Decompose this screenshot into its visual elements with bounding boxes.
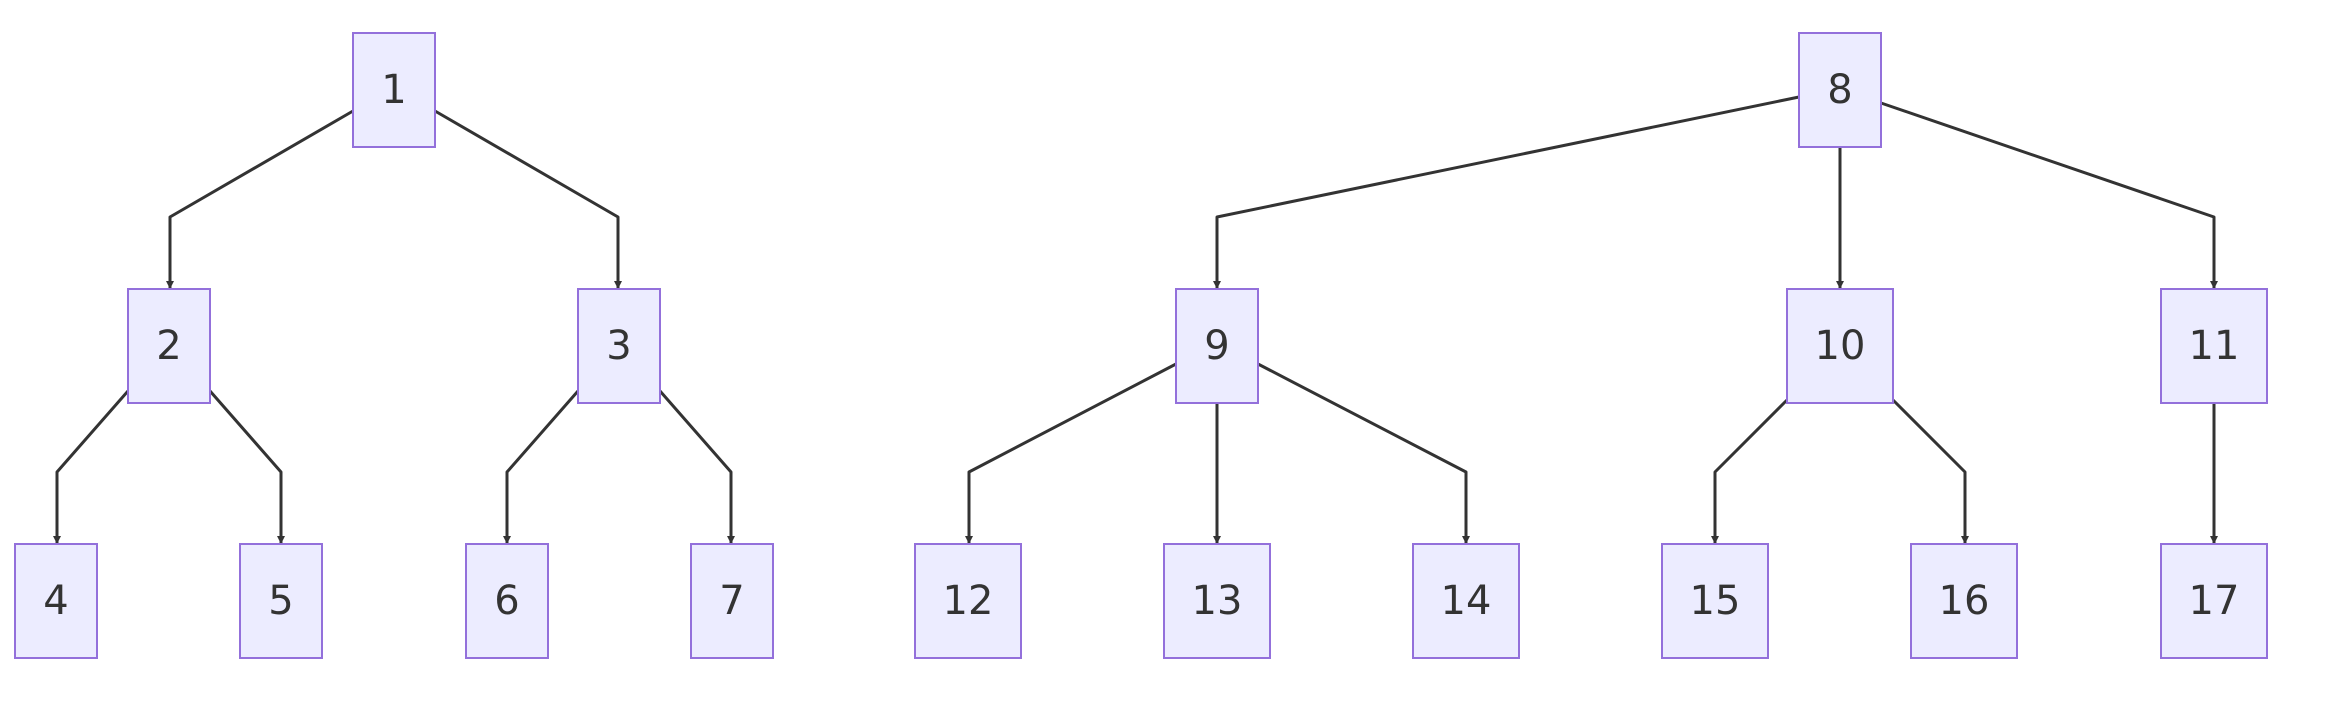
node-10: 10	[1786, 288, 1894, 404]
node-box	[2160, 543, 2268, 659]
edge-2-to-4	[53, 390, 130, 544]
node-5: 5	[239, 543, 323, 659]
node-box	[1412, 543, 1520, 659]
node-box	[1798, 32, 1882, 148]
node-box	[352, 32, 436, 148]
node-6: 6	[465, 543, 549, 659]
node-box	[1661, 543, 1769, 659]
edge-2-to-5	[208, 390, 285, 544]
node-3: 3	[577, 288, 661, 404]
node-17: 17	[2160, 543, 2268, 659]
node-9: 9	[1175, 288, 1259, 404]
node-box	[1910, 543, 2018, 659]
edge-8-to-9	[1213, 95, 1800, 289]
edge-10-to-16	[1891, 398, 1969, 544]
node-4: 4	[14, 543, 98, 659]
node-12: 12	[914, 543, 1022, 659]
node-16: 16	[1910, 543, 2018, 659]
node-box	[1163, 543, 1271, 659]
node-box	[1175, 288, 1259, 404]
edge-1-to-2	[166, 109, 354, 289]
edges-layer	[53, 95, 2218, 544]
node-box	[1786, 288, 1894, 404]
node-11: 11	[2160, 288, 2268, 404]
node-box	[14, 543, 98, 659]
node-7: 7	[690, 543, 774, 659]
node-13: 13	[1163, 543, 1271, 659]
node-box	[577, 288, 661, 404]
node-2: 2	[127, 288, 211, 404]
node-14: 14	[1412, 543, 1520, 659]
node-8: 8	[1798, 32, 1882, 148]
edge-8-to-11	[1880, 101, 2218, 289]
node-box	[914, 543, 1022, 659]
edge-3-to-6	[503, 390, 580, 544]
node-1: 1	[352, 32, 436, 148]
node-box	[127, 288, 211, 404]
node-box	[2160, 288, 2268, 404]
node-box	[239, 543, 323, 659]
edge-1-to-3	[434, 109, 622, 289]
node-box	[690, 543, 774, 659]
edge-9-to-14	[1257, 362, 1470, 544]
edge-10-to-15	[1711, 398, 1789, 544]
node-box	[465, 543, 549, 659]
node-15: 15	[1661, 543, 1769, 659]
edge-3-to-7	[658, 390, 735, 544]
edge-9-to-12	[965, 362, 1177, 544]
